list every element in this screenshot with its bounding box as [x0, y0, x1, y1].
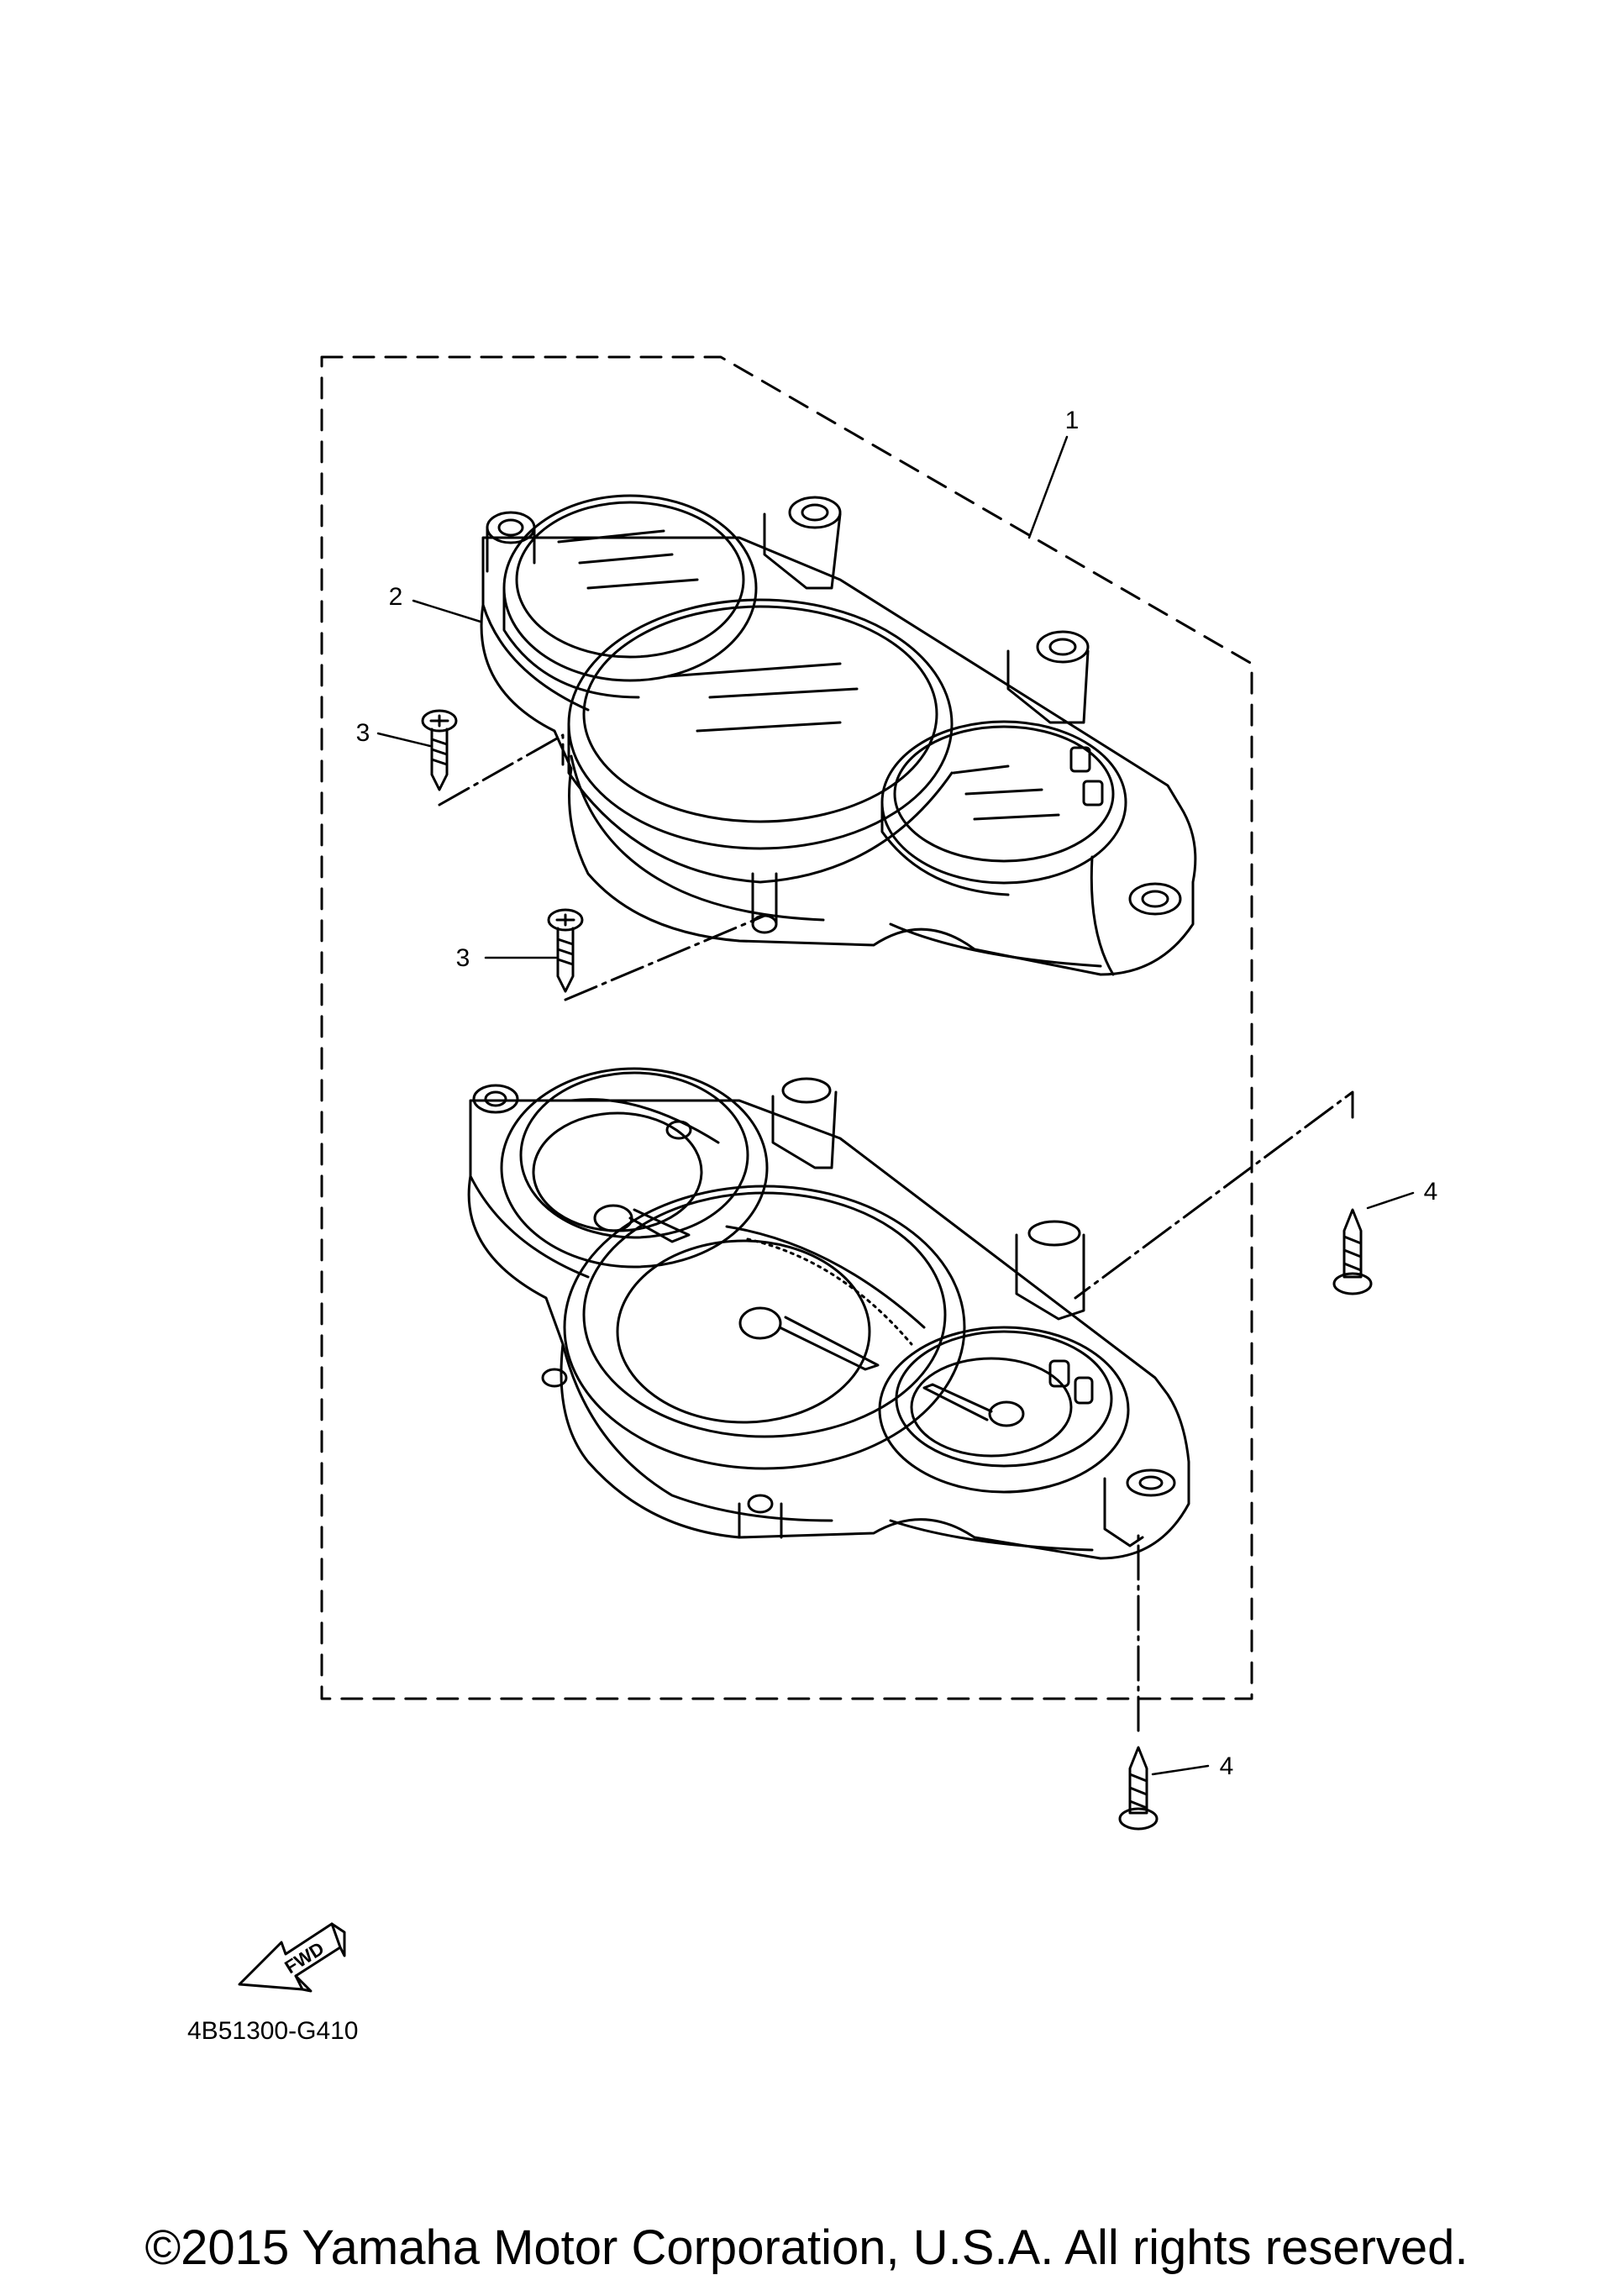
screw-4-right — [1332, 1208, 1373, 1295]
screw-3-upper — [421, 709, 458, 791]
copyright-notice: ©2015 Yamaha Motor Corporation, U.S.A. A… — [144, 2220, 1468, 2275]
part-code: 4B51300-G410 — [187, 2017, 359, 2045]
meter-body-part — [467, 1067, 1190, 1560]
leader-lines — [376, 435, 1415, 1776]
callout-2: 2 — [389, 583, 403, 611]
callout-3-upper: 3 — [356, 719, 370, 747]
callout-4-right: 4 — [1424, 1178, 1438, 1206]
screw-3-lower — [547, 908, 584, 993]
callout-4-bottom: 4 — [1220, 1752, 1234, 1780]
fwd-arrow-icon — [238, 1922, 346, 1993]
install-lines — [438, 733, 1354, 1732]
callout-1: 1 — [1065, 407, 1080, 434]
screw-4-bottom — [1118, 1746, 1159, 1831]
callout-3-lower: 3 — [456, 944, 470, 972]
assembly-boundary — [320, 355, 1253, 1700]
meter-cover-part — [480, 494, 1197, 976]
